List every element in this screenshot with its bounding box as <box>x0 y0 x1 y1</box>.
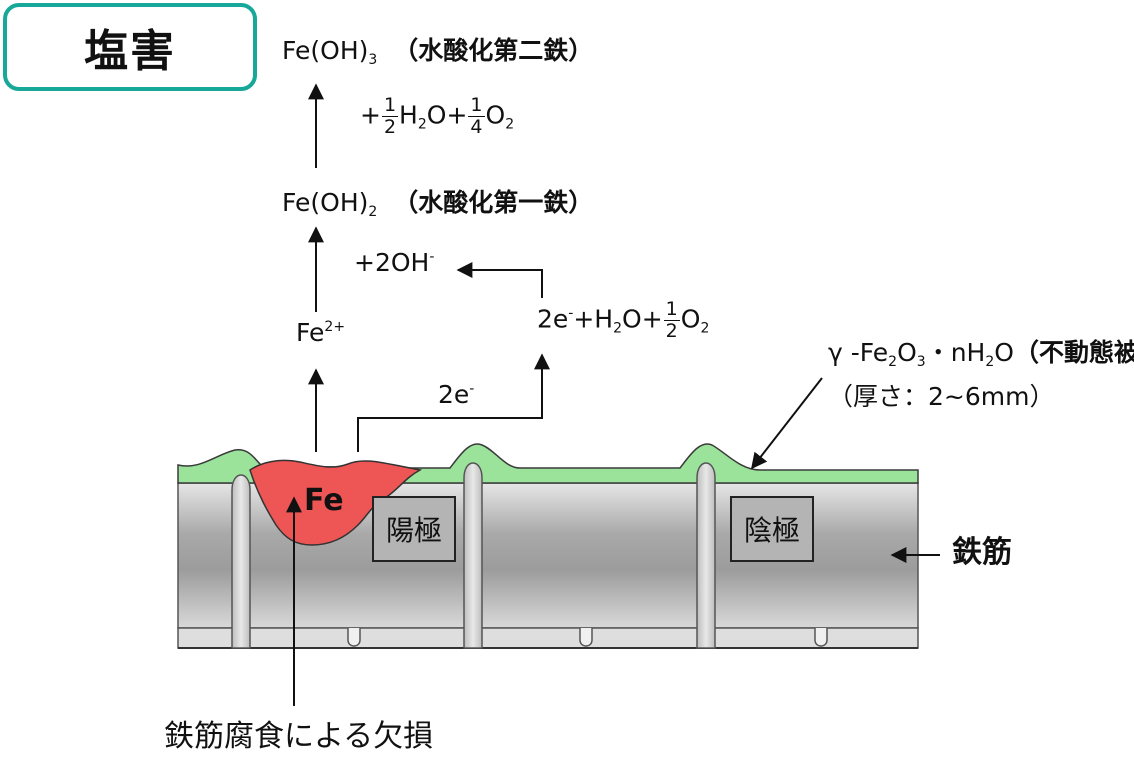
rebar-ribs <box>231 462 716 649</box>
rebar-label: 鉄筋 <box>952 535 1012 570</box>
hydroxide-addition: +2OH- <box>354 248 435 277</box>
ferrous-hydroxide-label: Fe(OH)2 （水酸化第一鉄） <box>282 188 594 220</box>
electron-flow-label: 2e- <box>438 380 475 409</box>
ferrous-ion-label: Fe2+ <box>296 318 346 347</box>
iron-label: Fe <box>304 483 344 518</box>
ferric-hydroxide-label: Fe(OH)3 （水酸化第二鉄） <box>282 36 594 68</box>
reaction-arrows <box>286 83 940 706</box>
arrow-oh-path <box>456 262 543 298</box>
passive-film-formula: γ -Fe2O3・nH2O（不動態被膜） <box>828 338 1134 370</box>
anode-box: 陽極 <box>372 496 456 562</box>
arrow-electron-path <box>357 353 550 452</box>
cathode-box: 陰極 <box>730 496 814 562</box>
arrow-film-pointer <box>751 377 823 470</box>
salt-damage-badge: 塩害 <box>3 3 257 91</box>
rebar-bottom-bumps <box>347 628 828 647</box>
corrosion-loss-label: 鉄筋腐食による欠損 <box>164 719 434 754</box>
passive-film-thickness: （厚さ：2~6mm） <box>828 382 1055 411</box>
